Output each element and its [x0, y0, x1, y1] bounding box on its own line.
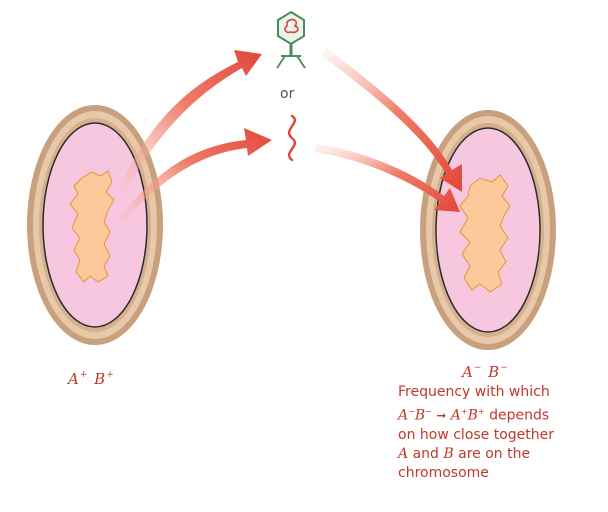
note-line-3: on how close together [398, 426, 603, 445]
bacteriophage-icon [277, 12, 305, 68]
dna-fragment-icon [289, 116, 295, 160]
note-line-2: A−B− ➞ A+B+ depends [398, 402, 603, 426]
recipient-genotype-label: A− B− [462, 363, 509, 381]
or-label: or [280, 86, 294, 102]
frequency-note: Frequency with which A−B− ➞ A+B+ depends… [398, 383, 603, 483]
donor-genotype-label: A+ B+ [68, 370, 115, 388]
note-line-1: Frequency with which [398, 383, 603, 402]
donor-cell [27, 105, 163, 345]
note-line-5: chromosome [398, 464, 603, 483]
note-line-4: A and B are on the [398, 445, 603, 464]
recipient-cell [420, 110, 556, 350]
